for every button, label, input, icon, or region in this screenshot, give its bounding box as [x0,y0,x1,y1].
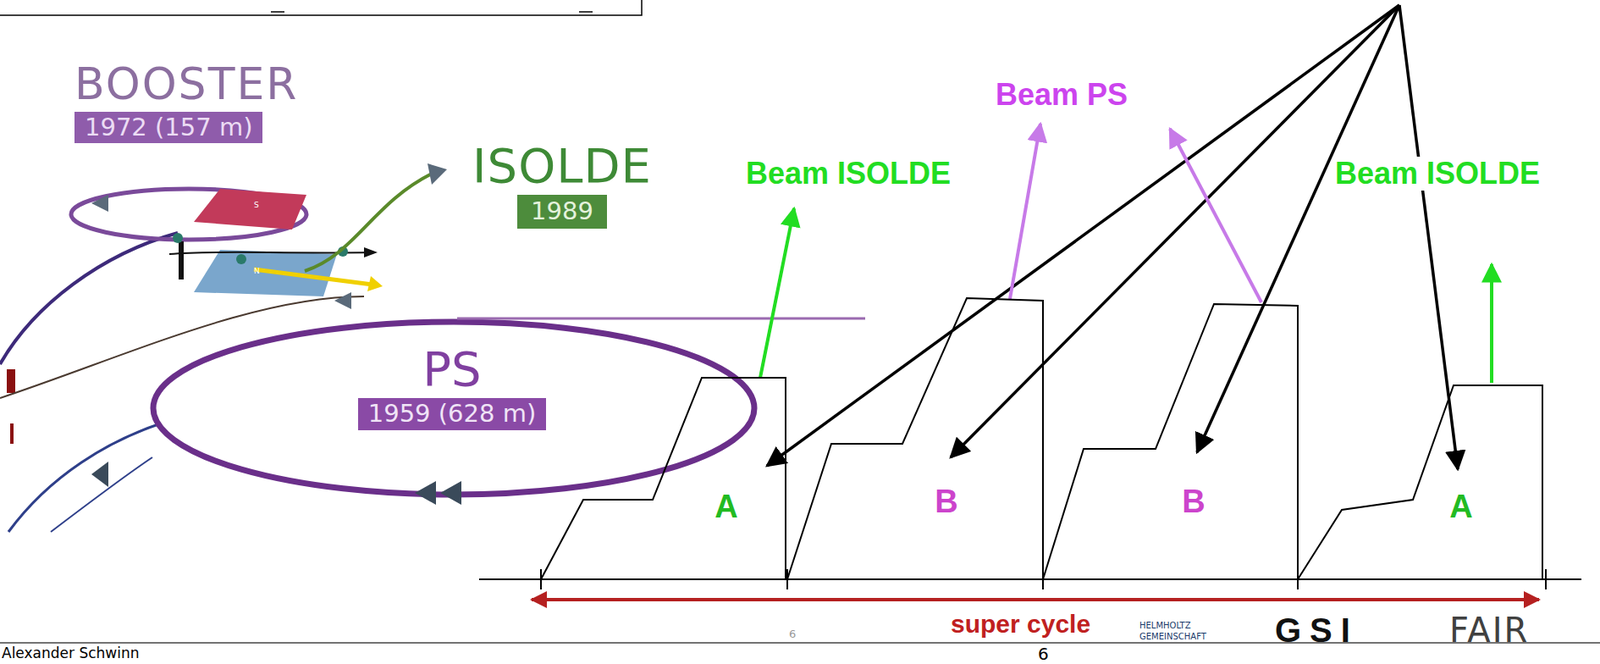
facility-name: BOOSTER [74,59,298,111]
frame-box [0,0,642,16]
beam-label: Beam PS [993,77,1131,112]
cycle-shape: B [787,297,1043,580]
ps-ring [153,321,755,495]
footer-rule [0,641,1600,644]
magnet-south [193,188,307,230]
beam-pointer [1169,128,1262,303]
author-name: Alexander Schwinn [1,645,140,662]
facility-year: 1989 [517,194,607,228]
beam-pointer [1009,123,1041,299]
booster-ring [71,188,307,240]
cycle-letter: A [714,488,738,525]
facility-year: 1972 (157 m) [74,111,263,144]
facility-label: ISOLDE1989 [448,138,676,229]
cycle-outline [540,377,786,580]
facility-label: PS1959 (628 m) [332,342,572,431]
facility-name: ISOLDE [472,138,652,194]
beam-line [0,296,365,398]
facility-label: BOOSTER1972 (157 m) [74,59,298,144]
magnet-north [193,249,337,297]
cycle-outline [1297,385,1543,580]
cycle-outline [540,377,786,580]
page-number: 6 [1037,644,1049,663]
cycle-outline [787,297,1043,580]
super-cycle-label: super cycle [948,609,1093,638]
deflected-beam [253,269,373,285]
cycle-outline [1042,303,1298,580]
isolde-line [304,173,432,271]
cycle-shape: B [1042,303,1298,580]
facility-name: PS [422,342,481,397]
cycle-outline [787,297,1043,580]
facility-year: 1959 (628 m) [358,397,547,430]
cycle-letter: A [1449,488,1473,525]
time-axis [479,578,1582,580]
cycle-shape: A [540,377,786,580]
beam-pointer [760,208,795,378]
extraction-line [457,317,866,320]
logo-text: FAIR [1449,611,1529,649]
logo-text: HELMHOLTZ [1139,620,1192,630]
page-number: 6 [788,628,796,640]
logo-text: GEMEINSCHAFT [1139,631,1207,641]
cycle-outline [1042,303,1298,580]
beam-label: Beam ISOLDE [743,156,954,191]
pole-letter: N [253,267,260,276]
pole-letter: S [253,201,260,210]
super-cycle-arrow [531,597,1540,602]
cycle-letter: B [934,483,958,520]
cycle-outline [1297,385,1543,580]
transfer-line [8,423,161,532]
beam-label: Beam ISOLDE [1332,156,1543,191]
cycle-letter: B [1181,483,1205,520]
logo-text: GSI [1274,611,1359,649]
pointer-arrows [766,5,1458,469]
beam-pointer [1489,264,1494,383]
cycle-shape: A [1297,385,1543,580]
